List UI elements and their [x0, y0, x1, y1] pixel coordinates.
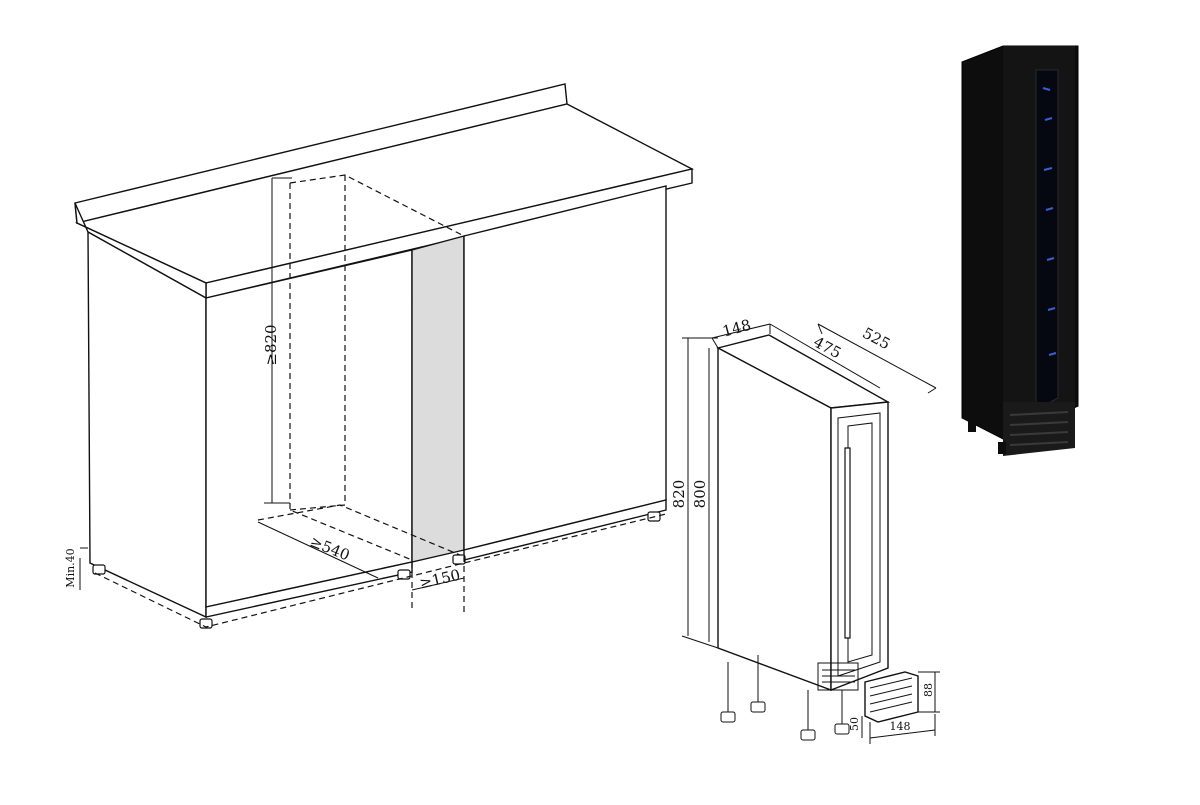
- depth-dim-line: [257, 521, 379, 579]
- front-vent-slats: [822, 669, 855, 683]
- product-led-lights: [1042, 87, 1057, 356]
- cabinet-foot: [452, 554, 466, 565]
- door-inner-frame: [837, 412, 881, 677]
- product-foot: [998, 442, 1006, 454]
- niche-side-panel: [411, 235, 465, 563]
- min-clearance-label: Min.40: [64, 548, 77, 587]
- appliance-height-dim: [681, 337, 719, 649]
- appliance-height-label: 820: [670, 480, 688, 509]
- grille-height-label: 88: [922, 683, 935, 697]
- appliance-side: [717, 346, 832, 692]
- appliance-door: [830, 401, 889, 692]
- grille-width-label: 148: [890, 720, 911, 733]
- door-handle: [844, 447, 851, 639]
- product-vent-slats: [1009, 411, 1069, 446]
- countertop-left-edge: [74, 202, 207, 300]
- product-vent: [1003, 402, 1075, 456]
- cabinet-right-front: [463, 185, 667, 551]
- niche-dimensions: ≥820 ≥540 ≥150 Min.40: [64, 177, 465, 612]
- min-clearance-line: [79, 547, 88, 590]
- grille-width-dim: [869, 714, 936, 744]
- leveling-feet: [720, 655, 850, 741]
- height-dim-line: [264, 177, 292, 504]
- grille-slats: [869, 677, 913, 713]
- grille-detail: 88 50 148: [848, 671, 940, 744]
- kitchen-cabinet: [74, 83, 694, 629]
- front-vent: [817, 662, 859, 691]
- appliance-depth-dim: [769, 323, 881, 389]
- width-dim-line: [411, 577, 465, 591]
- grille-body: [864, 671, 919, 723]
- product-foot: [968, 420, 976, 432]
- cabinet-left-front: [205, 249, 413, 608]
- appliance-width-label: 148: [721, 316, 753, 341]
- niche-width-label: ≥150: [418, 566, 462, 593]
- grille-height-dim: [918, 671, 940, 713]
- width-extension-lines: [411, 556, 465, 612]
- cabinet-left-side: [87, 230, 207, 619]
- niche-height-label: ≥820: [262, 324, 280, 365]
- appliance-depth-handle-dim: [817, 323, 937, 394]
- product-photo: [961, 45, 1079, 456]
- appliance-width-dim: [711, 323, 771, 349]
- product-glass: [1035, 69, 1059, 411]
- niche-hidden-left: [289, 183, 413, 561]
- cabinet-foot: [397, 569, 411, 580]
- cabinet-foot: [92, 564, 106, 575]
- floor-outline: [94, 513, 667, 628]
- appliance-body-height-label: 800: [691, 480, 709, 509]
- grille-depth-label: 50: [848, 717, 861, 731]
